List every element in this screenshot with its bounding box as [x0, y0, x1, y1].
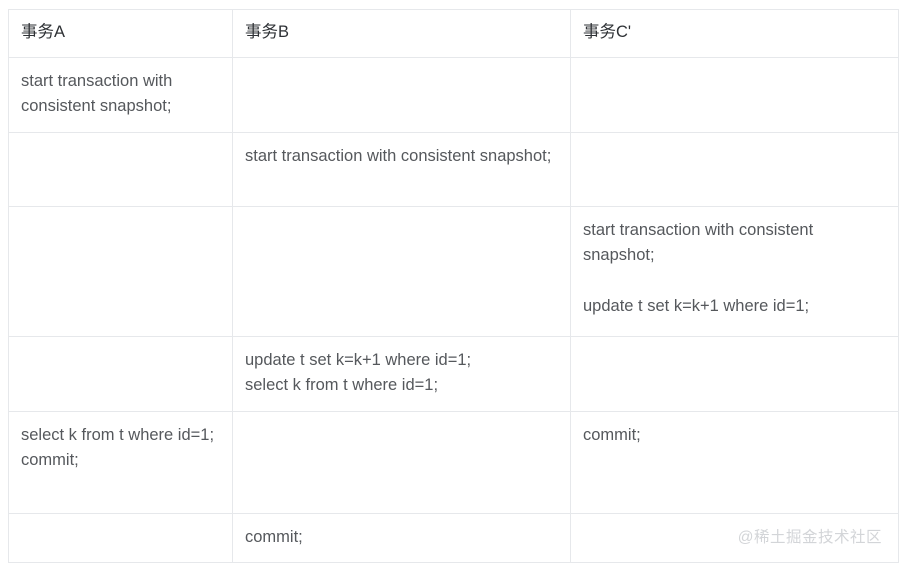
table-row: start transaction with consistent snapsh…	[8, 205, 899, 337]
column-header-transaction-b: 事务B	[232, 9, 571, 58]
cell-a-5: select k from t where id=1; commit;	[8, 410, 233, 514]
table-header-row: 事务A 事务B 事务C'	[8, 9, 899, 58]
cell-c-5: commit;	[570, 410, 899, 514]
cell-text: start transaction with consistent snapsh…	[583, 220, 814, 316]
cell-a-3	[8, 205, 233, 337]
cell-b-5	[232, 410, 571, 514]
cell-c-4	[570, 335, 899, 412]
cell-a-6	[8, 512, 233, 564]
table-row: commit;	[8, 512, 899, 564]
cell-text: start transaction with consistent snapsh…	[245, 146, 552, 165]
cell-text: commit;	[583, 425, 641, 444]
table-row: update t set k=k+1 where id=1; select k …	[8, 335, 899, 412]
table-row: start transaction with consistent snapsh…	[8, 131, 899, 207]
cell-c-1	[570, 56, 899, 133]
column-header-transaction-c: 事务C'	[570, 9, 899, 58]
transaction-timeline-table: 事务A 事务B 事务C' start transaction with cons…	[8, 9, 899, 564]
table-header: 事务A 事务B 事务C'	[8, 9, 899, 58]
cell-b-1	[232, 56, 571, 133]
cell-a-2	[8, 131, 233, 207]
table-row: select k from t where id=1; commit; comm…	[8, 410, 899, 514]
cell-a-1: start transaction with consistent snapsh…	[8, 56, 233, 133]
table-body: start transaction with consistent snapsh…	[8, 56, 899, 564]
column-header-transaction-a: 事务A	[8, 9, 233, 58]
cell-a-4	[8, 335, 233, 412]
cell-b-3	[232, 205, 571, 337]
cell-text: update t set k=k+1 where id=1; select k …	[245, 350, 472, 395]
table-row: start transaction with consistent snapsh…	[8, 56, 899, 133]
cell-text: commit;	[245, 527, 303, 546]
cell-b-2: start transaction with consistent snapsh…	[232, 131, 571, 207]
cell-text: start transaction with consistent snapsh…	[21, 71, 177, 116]
cell-c-3: start transaction with consistent snapsh…	[570, 205, 899, 337]
cell-b-4: update t set k=k+1 where id=1; select k …	[232, 335, 571, 412]
cell-c-2	[570, 131, 899, 207]
cell-c-6	[570, 512, 899, 564]
watermark: @稀土掘金技术社区	[737, 529, 882, 546]
cell-b-6: commit;	[232, 512, 571, 564]
cell-text: select k from t where id=1; commit;	[21, 425, 215, 470]
